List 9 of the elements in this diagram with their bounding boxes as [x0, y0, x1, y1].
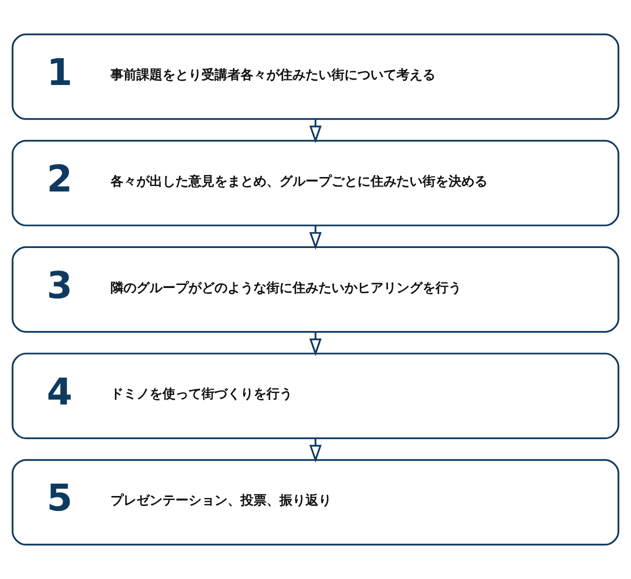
node-box: 2 各々が出した意見をまとめ、グループごとに住みたい街を決める — [12, 140, 620, 226]
arrow — [309, 226, 322, 250]
arrow — [309, 332, 322, 356]
node-box: 4 ドミノを使って街づくりを行う — [12, 352, 620, 440]
node-box: 1 事前課題をとり受講者各々が住みたい街について考える — [12, 33, 620, 120]
arrow — [309, 119, 322, 144]
node-box: 3 隣のグループがどのような街に住みたいかヒアリングを行う — [12, 246, 620, 333]
arrow — [309, 438, 322, 462]
node-box: 5 プレゼンテーション、投票、振り返り — [12, 459, 620, 546]
